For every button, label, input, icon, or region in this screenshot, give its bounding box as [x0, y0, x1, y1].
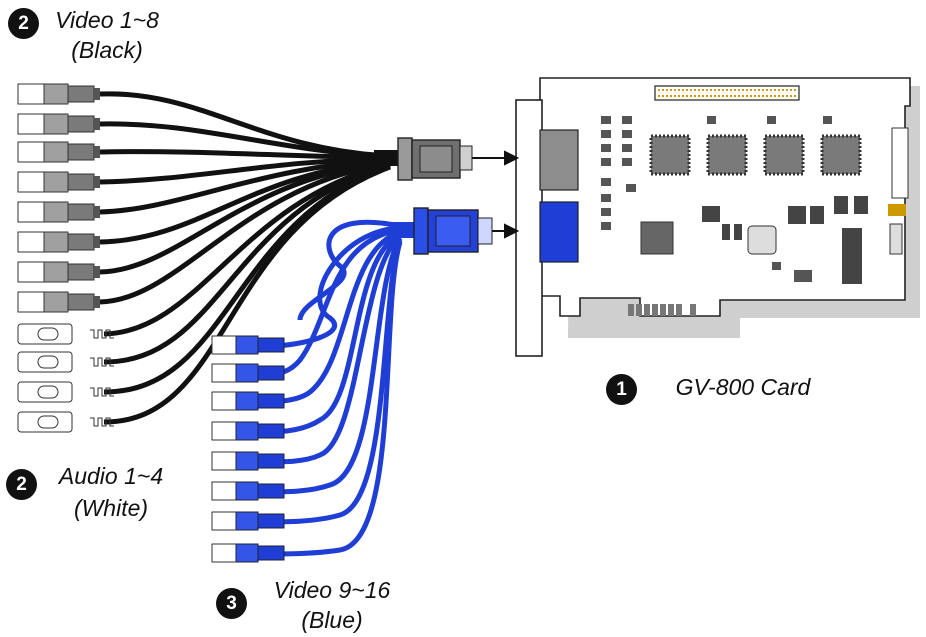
- connection-arrows: [472, 150, 520, 239]
- bnc-connectors-blue: [211, 335, 285, 563]
- badge-video-blue: 3: [216, 588, 247, 619]
- edge-connector: [628, 304, 696, 316]
- main-chips: [640, 127, 909, 284]
- label-video-blue-line1: Video 9~16: [273, 577, 391, 603]
- card-connector-lower: [539, 201, 579, 263]
- label-audio-white-line1: Audio 1~4: [58, 463, 164, 489]
- card-connector-upper: [539, 129, 579, 191]
- badge-video-black: 2: [8, 8, 39, 39]
- label-audio-white-line2: (White): [73, 495, 149, 521]
- bnc-connectors-black: [17, 83, 100, 313]
- label-video-black-line1: Video 1~8: [55, 7, 159, 33]
- label-card: GV-800 Card: [675, 374, 811, 400]
- smd-components: [601, 116, 832, 282]
- badge-audio-white: 2: [6, 469, 37, 500]
- blue-db-connector: [392, 207, 493, 255]
- gv-800-card: [515, 77, 920, 357]
- card-bracket: [515, 99, 543, 357]
- rca-connectors-white: [17, 323, 114, 433]
- black-cable-bundle: [99, 91, 391, 425]
- blue-cable-bundle: [265, 219, 403, 557]
- label-video-blue-line2: (Blue): [301, 607, 363, 633]
- pin-header-top: [654, 85, 800, 101]
- badge-card: 1: [606, 374, 637, 405]
- label-video-black-line2: (Black): [71, 37, 143, 63]
- black-db-connector: [374, 137, 473, 181]
